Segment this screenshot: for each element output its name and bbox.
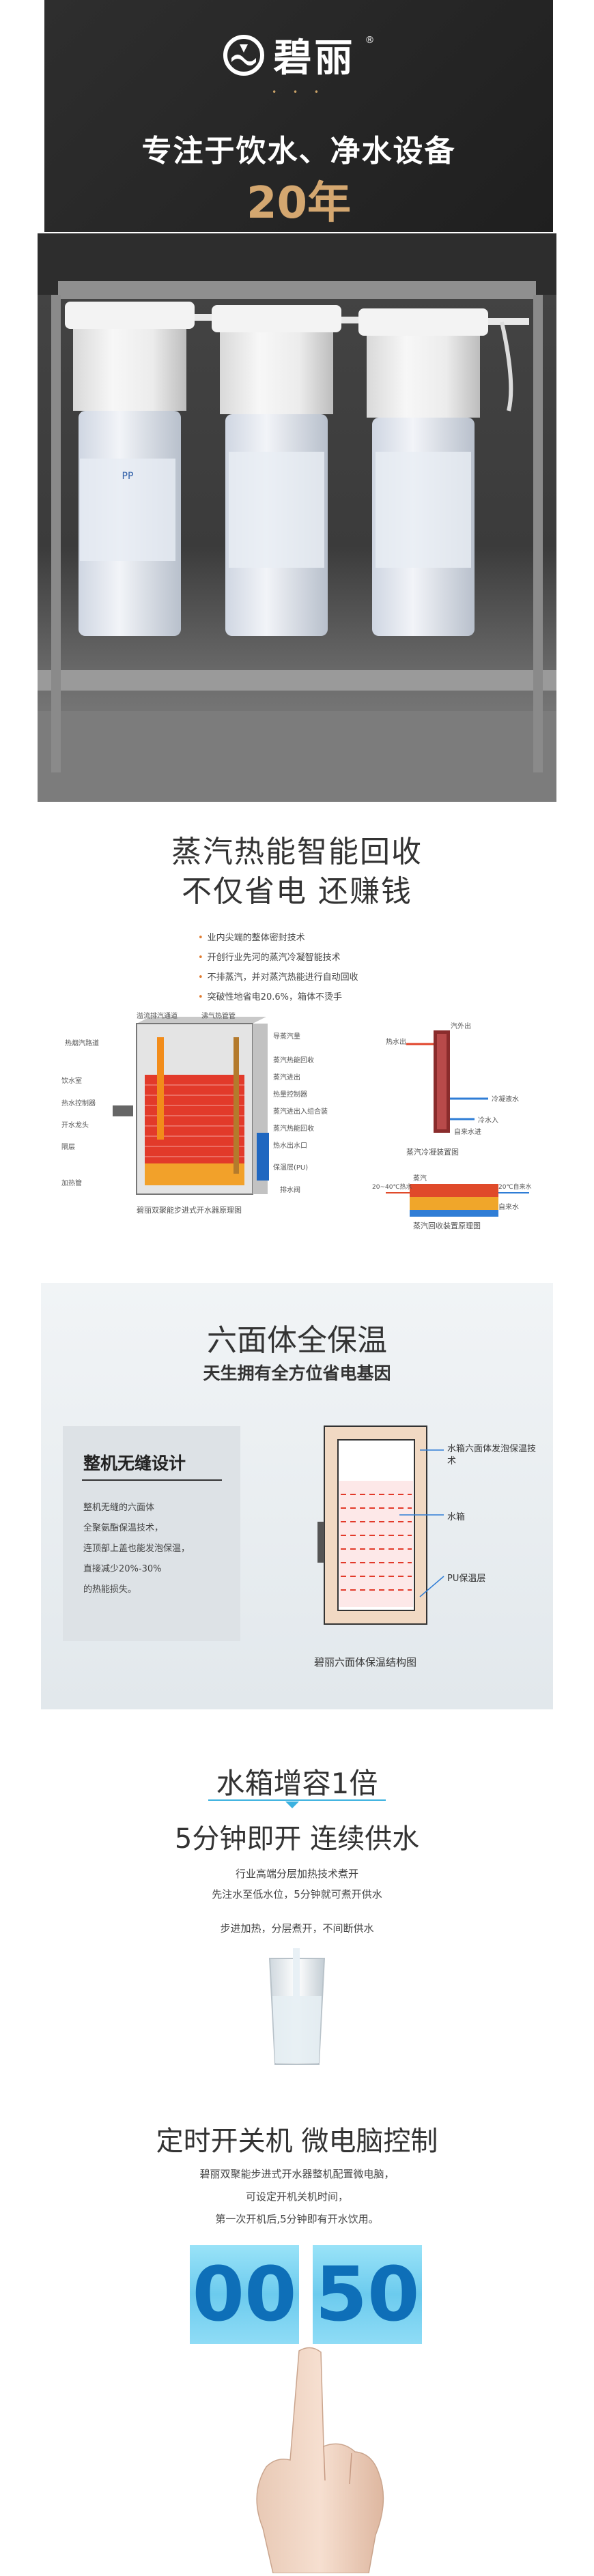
card-divider: [82, 1479, 222, 1481]
diagram-label: PU保温层: [447, 1574, 486, 1584]
filter-cartridges-photo: PP: [38, 233, 556, 802]
diagram-label: 溢流排汽通道: [137, 1013, 178, 1020]
filter-3: [358, 308, 488, 636]
brand-logo: 碧丽 ®: [44, 27, 553, 83]
pointing-hand-image: [225, 2344, 403, 2574]
diagram-label: 汽外出: [451, 1023, 471, 1030]
filter-2: [212, 305, 341, 636]
header-banner: 碧丽 ® • • • 专注于饮水、净水设备 20年: [44, 0, 553, 232]
svg-text:PP: PP: [122, 471, 134, 482]
diagram-label: 热烟汽路道: [65, 1040, 99, 1047]
timer-title: 定时开关机 微电脑控制: [156, 2126, 438, 2157]
diagram-label: 导蒸汽量: [273, 1033, 300, 1041]
diagram-label: 蒸汽: [413, 1175, 427, 1183]
diagram-label: 蒸汽热能回收: [273, 1125, 314, 1133]
diagram-label: 沸气热管管: [201, 1013, 236, 1020]
banner-years: 20年: [246, 178, 352, 229]
steam-title-line1: 蒸汽热能智能回收: [171, 835, 423, 869]
insulation-structure-diagram: 水箱六面体发泡保温技术 水箱 PU保温层 碧丽六面体保温结构图: [314, 1419, 537, 1679]
insulation-subtitle: 天生拥有全方位省电基因: [203, 1363, 391, 1383]
tank-subtitle: 5分钟即开 连续供水: [174, 1823, 420, 1855]
banner-tagline: 专注于饮水、净水设备: [141, 134, 456, 169]
diagram-label: 冷凝液水: [492, 1096, 519, 1103]
diagram-label: 20~40℃热水: [372, 1184, 412, 1191]
tank-line: 先注水至低水位，5分钟就可煮开供水: [212, 1888, 382, 1900]
tank-title-pointer: [285, 1801, 299, 1808]
pointing-hand-icon: [256, 2347, 384, 2574]
diagram-label: 热量控制器: [273, 1091, 307, 1099]
steam-title-line2: 不仅省电 还赚钱: [182, 874, 412, 909]
water-glass-icon: [268, 1948, 326, 2065]
tank-title-underline: [208, 1799, 386, 1801]
seamless-design-card: 整机无缝设计 整机无缝的六面体 全聚氨酯保温技术， 连顶部上盖也能发泡保温， 直…: [63, 1426, 240, 1641]
water-glass-image: [263, 1948, 331, 2071]
diagram-label: 保温层(PU): [273, 1164, 309, 1172]
timer-line: 碧丽双聚能步进式开水器整机配置微电脑，: [199, 2168, 395, 2180]
tank-line: 步进加热，分层煮开，不间断供水: [220, 1922, 374, 1935]
registered-mark: ®: [365, 34, 375, 46]
card-body: 整机无缝的六面体 全聚氨酯保温技术， 连顶部上盖也能发泡保温， 直接减少20%-…: [83, 1503, 190, 1595]
list-item: •开创行业先河的蒸汽冷凝智能技术: [198, 953, 341, 963]
diagram-label: 自来水: [498, 1204, 519, 1211]
tank-title: 水箱增容1倍: [216, 1767, 378, 1800]
filter-illustration: PP: [38, 233, 556, 802]
diagram-label: 开水龙头: [61, 1122, 89, 1129]
tank-line: 行业高端分层加热技术煮开: [235, 1868, 358, 1880]
diagram-label: 蒸汽进出入组合装: [273, 1108, 328, 1116]
boiler-illustration: [113, 1017, 269, 1195]
diagram-label: 自来水进: [454, 1129, 481, 1136]
condenser-illustration: [386, 1030, 529, 1217]
insulation-illustration: [317, 1426, 444, 1625]
card-title: 整机无缝设计: [83, 1453, 186, 1473]
timer-line: 第一次开机后,5分钟即有开水饮用。: [215, 2213, 379, 2225]
diagram-label: 排水阀: [280, 1187, 300, 1194]
diagram-caption: 碧丽双聚能步进式开水器原理图: [137, 1206, 242, 1215]
condenser-diagrams: 汽外出 热水出 冷凝液水 冷水入 自来水进 蒸汽冷凝装置图 蒸汽 20~40℃热…: [372, 1017, 543, 1242]
timer-minutes-display: 50: [313, 2245, 422, 2344]
list-item: •突破性地省电20.6%，箱体不烫手: [198, 992, 342, 1002]
timer-hours-digits: 00: [192, 2251, 297, 2338]
list-item: •不排蒸汽，并对蒸汽热能进行自动回收: [198, 972, 358, 983]
diagram-label: 饮水室: [61, 1077, 82, 1085]
diagram-label: 热水出水口: [273, 1142, 307, 1150]
timer-line: 可设定开机关机时间，: [245, 2190, 348, 2203]
diagram-label: 加热管: [61, 1180, 82, 1187]
diagram-label: 热水控制器: [61, 1100, 96, 1108]
diagram-label: 水箱: [447, 1512, 466, 1522]
boiler-principle-diagram: 热烟汽路道 溢流排汽通道 沸气热管管 导蒸汽量 饮水室 蒸汽热能回收 热水控制器…: [55, 1010, 348, 1242]
insulation-title: 六面体全保温: [207, 1323, 387, 1358]
diagram-label: 隔层: [61, 1144, 75, 1151]
decorative-dots: • • •: [272, 87, 326, 97]
timer-minutes-digits: 50: [315, 2251, 420, 2338]
diagram-label: 20℃自来水: [498, 1184, 532, 1191]
diagram-caption: 碧丽六面体保温结构图: [314, 1656, 417, 1668]
diagram-label: 冷水入: [478, 1117, 498, 1125]
list-item: •业内尖端的整体密封技术: [198, 933, 305, 943]
brand-logo-icon: [223, 34, 264, 76]
diagram-caption: 蒸汽冷凝装置图: [406, 1148, 459, 1157]
diagram-caption: 蒸汽回收装置原理图: [413, 1221, 481, 1230]
diagram-label: 蒸汽进出: [273, 1074, 300, 1082]
steam-bullet-list: •业内尖端的整体密封技术 •开创行业先河的蒸汽冷凝智能技术 •不排蒸汽，并对蒸汽…: [198, 928, 358, 1007]
diagram-label: 水箱六面体发泡保温技术: [447, 1444, 537, 1466]
filter-1: PP: [65, 302, 195, 636]
brand-name: 碧丽: [273, 36, 356, 81]
diagram-label: 热水出: [386, 1039, 406, 1046]
timer-hours-display: 00: [190, 2245, 299, 2344]
diagram-label: 蒸汽热能回收: [273, 1057, 314, 1065]
